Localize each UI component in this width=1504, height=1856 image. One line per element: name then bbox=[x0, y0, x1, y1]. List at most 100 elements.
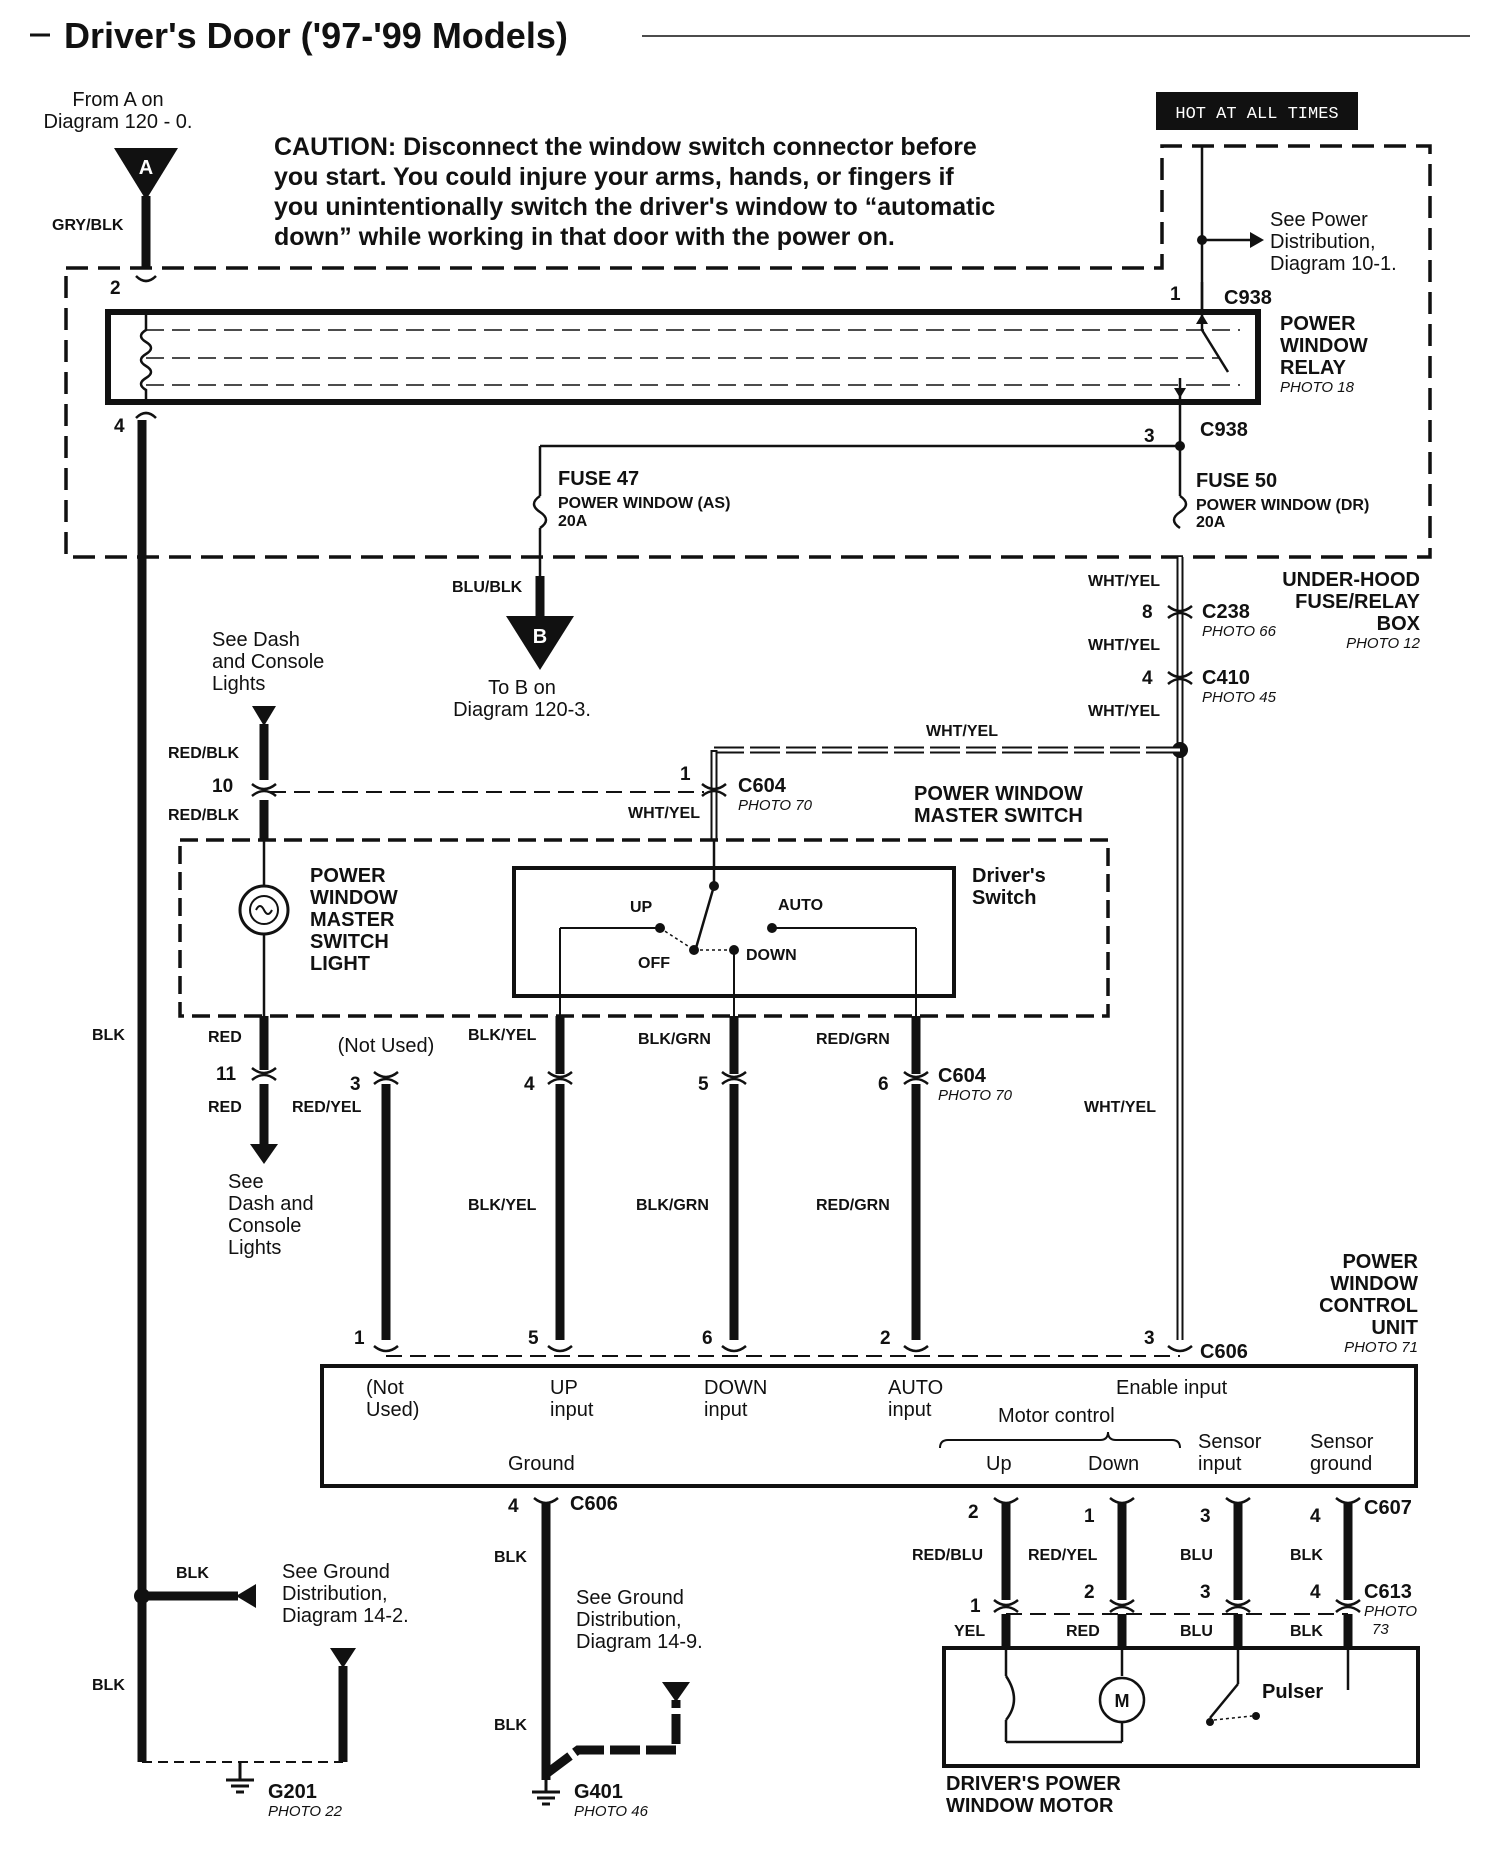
light-name-4: SWITCH bbox=[310, 931, 389, 953]
motor-pulser-dotted bbox=[1213, 1715, 1253, 1721]
light-name-1: POWER bbox=[310, 865, 386, 887]
c606-pin-3: 3 bbox=[1144, 1328, 1155, 1349]
cu-up-input-2: input bbox=[550, 1399, 594, 1421]
relay-pin-2: 2 bbox=[110, 278, 121, 299]
c604-bottom-photo: PHOTO 70 bbox=[938, 1087, 1013, 1104]
motor-pulser-contact-2 bbox=[1252, 1712, 1260, 1720]
motor-name-1: DRIVER'S POWER bbox=[946, 1773, 1121, 1795]
motor-box bbox=[942, 1646, 1420, 1768]
connector-a-arrow bbox=[114, 148, 178, 200]
light-name-2: WINDOW bbox=[310, 887, 398, 909]
wire-label-blk-f: BLK bbox=[1290, 1547, 1323, 1564]
cu-motor-control-bracket bbox=[939, 1431, 1181, 1449]
ground-dist-1-3: Diagram 14-2. bbox=[282, 1605, 409, 1627]
switch-down-label: DOWN bbox=[746, 947, 797, 964]
control-unit-box bbox=[320, 1364, 1418, 1488]
motor-pulser-contact-1 bbox=[1206, 1718, 1214, 1726]
wire-label-blk-d: BLK bbox=[494, 1717, 527, 1734]
c604-top-photo: PHOTO 70 bbox=[738, 797, 813, 814]
c606-pin-6: 6 bbox=[702, 1328, 713, 1349]
fuse-47-desc: POWER WINDOW (AS) bbox=[558, 495, 730, 512]
master-switch-title-1: POWER WINDOW bbox=[914, 783, 1083, 805]
relay-name-3: RELAY bbox=[1280, 357, 1347, 379]
dash-lights-bottom-arrow bbox=[250, 1144, 278, 1164]
c613-name: C613 bbox=[1364, 1581, 1412, 1603]
switch-up-label: UP bbox=[630, 899, 653, 916]
see-power-3: Diagram 10-1. bbox=[1270, 253, 1397, 275]
see-power-2: Distribution, bbox=[1270, 231, 1376, 253]
ground-dist-1-2: Distribution, bbox=[282, 1583, 388, 1605]
master-switch-box bbox=[178, 838, 1110, 1018]
fuse-47-amps: 20A bbox=[558, 513, 588, 530]
control-unit-photo: PHOTO 71 bbox=[1344, 1339, 1418, 1356]
c607-pin-2: 2 bbox=[968, 1502, 979, 1523]
not-used-label: (Not Used) bbox=[338, 1035, 435, 1057]
relay-pin-4-symbol bbox=[135, 411, 157, 419]
cu-down-input-2: input bbox=[704, 1399, 748, 1421]
dash-lights-top-3: Lights bbox=[212, 673, 265, 695]
ground-dist-2-2: Distribution, bbox=[576, 1609, 682, 1631]
motor-name-2: WINDOW MOTOR bbox=[946, 1795, 1114, 1817]
wire-label-blk-grn-b: BLK/GRN bbox=[636, 1197, 709, 1214]
caution-line-3: you unintentionally switch the driver's … bbox=[274, 193, 995, 221]
relay-pin-3: 3 bbox=[1144, 426, 1155, 447]
underhood-name-1: UNDER-HOOD bbox=[1282, 569, 1420, 591]
relay-contact-arrow-up bbox=[1196, 314, 1208, 324]
c606-symbol-6 bbox=[721, 1345, 747, 1353]
wire-label-yel: YEL bbox=[954, 1623, 985, 1640]
wire-label-blk-b: BLK bbox=[92, 1677, 125, 1694]
wire-label-red-yel-motor: RED/YEL bbox=[1028, 1547, 1098, 1564]
c606-pin-2: 2 bbox=[880, 1328, 891, 1349]
c604-bottom-pin-3: 3 bbox=[350, 1074, 361, 1095]
connector-a-letter: A bbox=[139, 157, 153, 179]
cu-enable-input: Enable input bbox=[1116, 1377, 1228, 1399]
wire-label-red-yel: RED/YEL bbox=[292, 1099, 362, 1116]
relay-pin-4: 4 bbox=[114, 416, 125, 437]
c606-symbol-3 bbox=[1167, 1345, 1193, 1353]
cu-sensor-ground-1: Sensor bbox=[1310, 1431, 1374, 1453]
hot-label-box bbox=[1156, 92, 1358, 130]
wire-label-wht-yel-a: WHT/YEL bbox=[1088, 573, 1160, 590]
cu-ground-pin: 4 bbox=[508, 1496, 519, 1517]
c238-photo: PHOTO 66 bbox=[1202, 623, 1277, 640]
ground-dist-1-1: See Ground bbox=[282, 1561, 390, 1583]
hot-label: HOT AT ALL TIMES bbox=[1175, 105, 1338, 124]
c604-top-symbol bbox=[701, 783, 727, 797]
c604-light-symbol bbox=[251, 783, 277, 797]
cu-not-used-2: Used) bbox=[366, 1399, 419, 1421]
c604-bottom-pin-11: 11 bbox=[216, 1064, 237, 1085]
wire-blk-ground-bend bbox=[543, 1700, 681, 1778]
c613-pin-2: 2 bbox=[1084, 1582, 1095, 1603]
relay-contact-arrow-down bbox=[1174, 388, 1186, 398]
motor-pulser-label: Pulser bbox=[1262, 1681, 1323, 1703]
c607-pin-3: 3 bbox=[1200, 1506, 1211, 1527]
c613-symbol-3 bbox=[1225, 1599, 1251, 1613]
fuse-50-amps: 20A bbox=[1196, 514, 1226, 531]
c410-photo: PHOTO 45 bbox=[1202, 689, 1277, 706]
g401-ground-icon bbox=[532, 1780, 560, 1806]
c613-pin-1: 1 bbox=[970, 1596, 981, 1617]
c606-symbol-2 bbox=[903, 1345, 929, 1353]
relay-pin-2-symbol bbox=[135, 275, 157, 283]
c604-bottom-pin-4: 4 bbox=[524, 1074, 535, 1095]
dash-lights-top-1: See Dash bbox=[212, 629, 300, 651]
c607-pin-4: 4 bbox=[1310, 1506, 1321, 1527]
page-title: Driver's Door ('97-'99 Models) bbox=[64, 15, 568, 56]
c604-top-pin: 1 bbox=[680, 764, 691, 785]
ground-dist-2-arrow bbox=[662, 1682, 690, 1702]
from-a-label-1: From A on bbox=[72, 89, 163, 111]
cu-ground-connector: C606 bbox=[570, 1493, 618, 1515]
caution-line-2: you start. You could injure your arms, h… bbox=[274, 163, 954, 191]
wire-label-red-blk-a: RED/BLK bbox=[168, 745, 240, 762]
wire-label-red-blk-b: RED/BLK bbox=[168, 807, 240, 824]
wire-label-blk-g: BLK bbox=[1290, 1623, 1323, 1640]
wire-label-wht-yel-e: WHT/YEL bbox=[628, 805, 700, 822]
ground-dist-2-1: See Ground bbox=[576, 1587, 684, 1609]
wire-label-wht-yel-c: WHT/YEL bbox=[1088, 703, 1160, 720]
dash-lights-bottom-2: Dash and bbox=[228, 1193, 314, 1215]
control-unit-name-1: POWER bbox=[1342, 1251, 1418, 1273]
wire-label-blk-yel-b: BLK/YEL bbox=[468, 1197, 537, 1214]
c604-bottom-symbol-3 bbox=[373, 1071, 399, 1085]
relay-box bbox=[105, 309, 1261, 405]
